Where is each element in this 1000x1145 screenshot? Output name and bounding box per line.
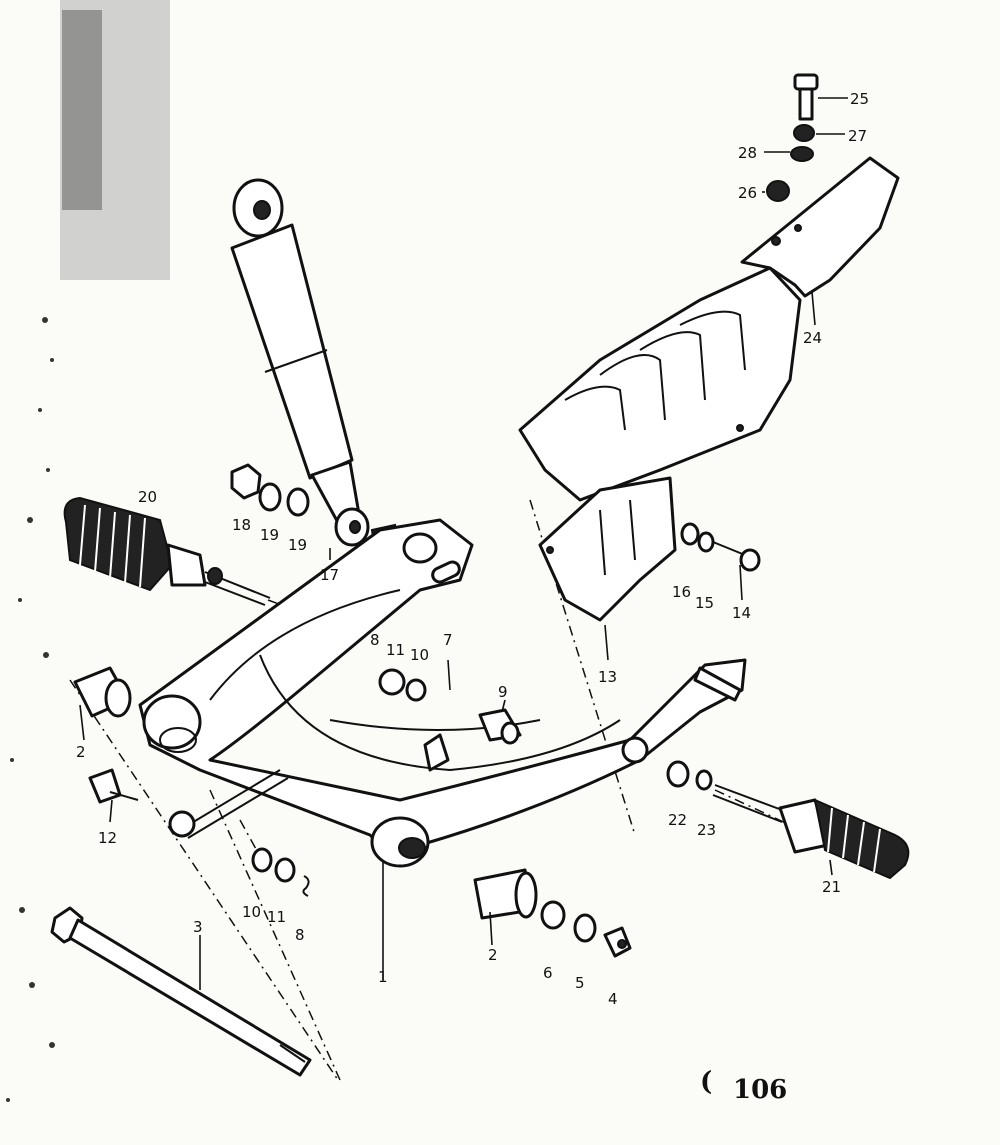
callout-19a: 19	[260, 526, 279, 544]
muffler-cover	[740, 156, 900, 298]
callout-10a: 10	[410, 646, 429, 664]
callout-12: 12	[98, 829, 117, 847]
callout-6: 6	[543, 964, 553, 982]
footrest-right	[712, 784, 910, 880]
callout-13: 13	[598, 668, 617, 686]
callout-25: 25	[850, 90, 869, 108]
bushing-left	[73, 666, 132, 718]
callout-21: 21	[822, 878, 841, 896]
callout-11b: 11	[267, 908, 286, 926]
callout-16: 16	[672, 583, 691, 601]
axle-bolt	[50, 906, 312, 1077]
lower-shield	[538, 476, 677, 622]
callout-8b: 8	[295, 926, 305, 944]
callout-27: 27	[848, 127, 867, 145]
swing-arm	[138, 518, 747, 868]
callout-11a: 11	[386, 641, 405, 659]
bushing-bottom	[473, 868, 538, 920]
callout-5: 5	[575, 974, 585, 992]
callout-4: 4	[608, 990, 618, 1008]
scan-noise	[6, 0, 170, 1102]
callout-14: 14	[732, 604, 751, 622]
callout-20: 20	[138, 488, 157, 506]
callout-8a: 8	[370, 631, 380, 649]
callout-24: 24	[803, 329, 822, 347]
footrest-left	[63, 496, 271, 606]
callout-18: 18	[232, 516, 251, 534]
callout-3: 3	[193, 918, 203, 936]
figure-number: 106	[733, 1075, 787, 1105]
callout-17: 17	[320, 566, 339, 584]
callout-1: 1	[378, 968, 388, 986]
small-hardware	[88, 463, 761, 958]
callout-26: 26	[738, 184, 757, 202]
callout-23: 23	[697, 821, 716, 839]
shock-absorber	[230, 178, 399, 547]
callout-15: 15	[695, 594, 714, 612]
leader-lines	[79, 97, 848, 990]
callout-9: 9	[498, 683, 508, 701]
heat-shield	[518, 266, 802, 502]
callout-10b: 10	[242, 903, 261, 921]
figure-prefix: (	[700, 1067, 712, 1097]
callout-7: 7	[443, 631, 453, 649]
callout-28: 28	[738, 144, 757, 162]
callout-2a: 2	[76, 743, 86, 761]
top-bolt-stack	[766, 73, 819, 202]
callout-labels: 1 2 2 3 4 5 6 7 8 8 9 10 10 11 11 12 13 …	[76, 90, 869, 1008]
callout-22: 22	[668, 811, 687, 829]
callout-2b: 2	[488, 946, 498, 964]
callout-19b: 19	[288, 536, 307, 554]
